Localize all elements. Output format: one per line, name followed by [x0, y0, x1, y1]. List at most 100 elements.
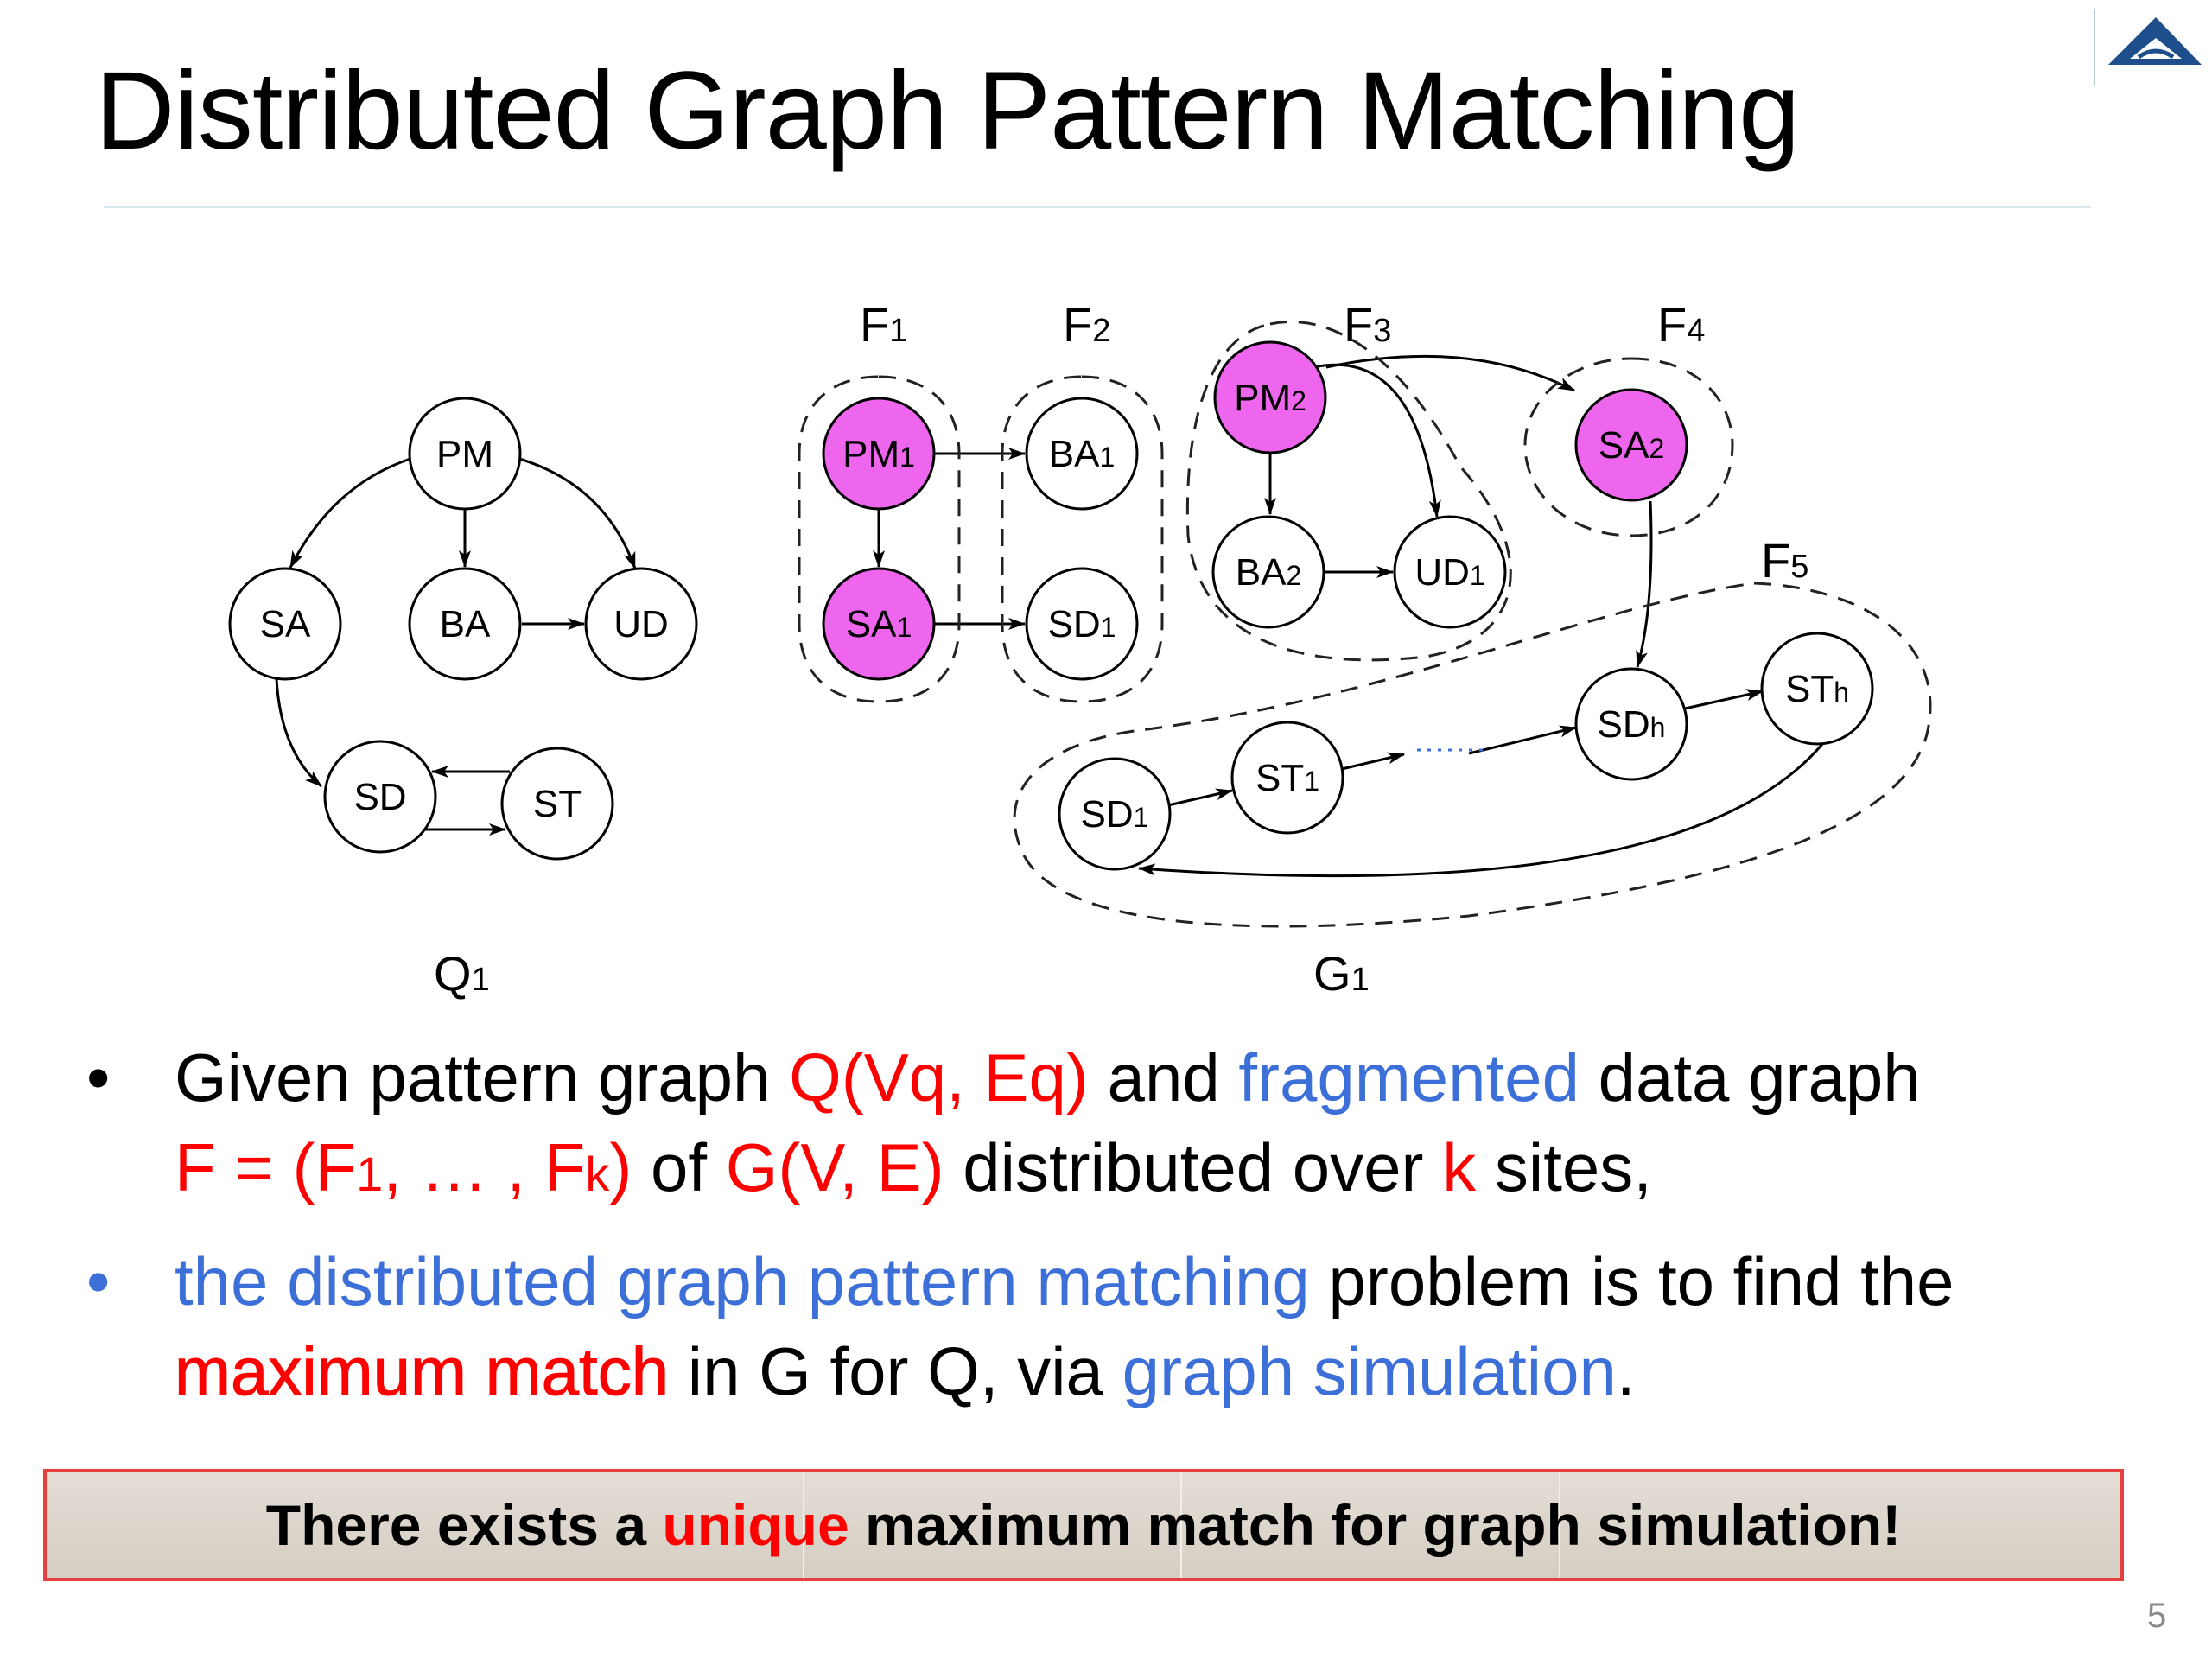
svg-text:SA1: SA1	[846, 603, 912, 645]
bullet-text-segment: maximum match	[174, 1333, 670, 1410]
graph-node: SD1	[1025, 567, 1139, 681]
fragment-boundary	[1001, 375, 1164, 703]
fragment-boundary	[1013, 582, 1932, 928]
title-divider	[104, 206, 2091, 208]
graph-edge	[1468, 725, 1577, 755]
callout-highlight: unique	[662, 1493, 849, 1557]
slide-title: Distributed Graph Pattern Matching	[95, 49, 1800, 173]
graph-node: SDh	[1574, 667, 1688, 781]
graph-node: ST	[500, 747, 614, 861]
svg-text:SA2: SA2	[1599, 424, 1665, 467]
graph-edge	[1684, 689, 1764, 710]
bullet-text-segment: G(V, E)	[725, 1129, 944, 1205]
bullet-marker: •	[86, 1243, 111, 1319]
callout-text: There exists a unique maximum match for …	[266, 1492, 1901, 1558]
graph-label: F4	[1657, 297, 1705, 352]
graph-node: BA	[408, 567, 522, 681]
bullet-text-segment: fragmented	[1238, 1039, 1580, 1116]
svg-text:ST: ST	[533, 783, 582, 825]
svg-text:PM: PM	[436, 433, 493, 475]
bullet-text-segment: Given pattern graph	[175, 1039, 790, 1116]
graph-node: BA1	[1025, 397, 1139, 511]
bullet-text-segment: the distributed graph pattern matching	[175, 1243, 1310, 1319]
bullet-text-segment: k	[1442, 1129, 1477, 1205]
graph-node: UD	[584, 567, 698, 681]
graph-label: F5	[1761, 533, 1808, 588]
bullet-item: • the distributed graph pattern matching …	[86, 1236, 2177, 1416]
bullet-marker: •	[86, 1039, 111, 1116]
bullet-line: the distributed graph pattern matching p…	[175, 1236, 2177, 1326]
bullet-text-segment: Q(Vq, Eq)	[789, 1039, 1089, 1116]
graph-node: SD	[323, 740, 437, 854]
svg-text:SDh: SDh	[1598, 703, 1666, 746]
graph-edge	[1313, 363, 1441, 518]
graph-edge	[516, 456, 637, 569]
graph-edge	[1636, 500, 1653, 668]
svg-text:SA: SA	[260, 603, 311, 645]
university-logo-icon	[2094, 9, 2202, 86]
graph-node: SA1	[822, 567, 936, 681]
graph-edge	[1138, 742, 1825, 878]
graph-node: SA2	[1574, 388, 1688, 502]
graph-node: BA2	[1211, 515, 1325, 629]
bullet-text-segment: , … , F	[383, 1129, 586, 1205]
graph-node: PM	[408, 397, 522, 511]
svg-text:STh: STh	[1785, 668, 1849, 710]
bullet-line: maximum match in G for Q, via graph simu…	[174, 1326, 2177, 1416]
bullet-text-segment: distributed over	[944, 1129, 1443, 1205]
callout-text-before: There exists a	[265, 1493, 663, 1557]
graph-node: ST1	[1230, 721, 1344, 835]
bullet-line: Given pattern graph Q(Vq, Eq) and fragme…	[175, 1033, 2177, 1122]
fragment-boundary	[798, 375, 961, 703]
graph-label: F3	[1344, 297, 1391, 352]
graph-label: G1	[1313, 946, 1370, 1001]
svg-text:UD1: UD1	[1414, 551, 1484, 594]
graph-edge	[289, 456, 414, 569]
bullet-text-segment: F = (F	[175, 1129, 357, 1205]
svg-text:SD1: SD1	[1048, 603, 1116, 645]
graph-node: SD1	[1058, 757, 1172, 871]
bullet-text-segment: )	[609, 1129, 632, 1205]
fragment-boundary	[1185, 320, 1512, 662]
svg-text:SD: SD	[353, 776, 406, 818]
callout-divider	[1180, 1472, 1182, 1578]
callout-text-after: maximum match for graph simulation!	[849, 1493, 1902, 1557]
graph-label: F1	[860, 297, 907, 352]
svg-text:ST1: ST1	[1255, 757, 1319, 799]
callout-divider	[803, 1472, 804, 1578]
callout-divider	[1559, 1472, 1560, 1578]
graph-node: UD1	[1393, 515, 1507, 629]
callout-box: There exists a unique maximum match for …	[43, 1469, 2124, 1581]
bullet-text-segment: problem is to find the	[1309, 1243, 1955, 1319]
bullet-text-segment: .	[1616, 1333, 1636, 1409]
graph-node: SA	[228, 567, 342, 681]
graph-edge	[1167, 788, 1233, 807]
bullet-text-segment: data graph	[1579, 1039, 1921, 1116]
bullet-list: • Given pattern graph Q(Vq, Eq) and fragm…	[86, 1033, 2177, 1433]
bullet-line: F = (F1, … , Fk) of G(V, E) distributed …	[175, 1122, 2177, 1219]
bullet-text-segment: k	[585, 1147, 610, 1201]
bullet-text-segment: 1	[356, 1147, 384, 1201]
graph-label: Q1	[434, 946, 490, 1001]
bullet-text-segment: of	[632, 1129, 726, 1205]
page-number: 5	[2147, 1597, 2167, 1635]
svg-text:BA2: BA2	[1236, 551, 1302, 594]
graph-label: F2	[1063, 297, 1110, 352]
svg-text:PM1: PM1	[842, 433, 915, 475]
fragment-boundaries	[798, 320, 1932, 928]
graph-edge	[275, 678, 322, 788]
bullet-text-segment: sites,	[1476, 1129, 1652, 1205]
svg-text:BA: BA	[440, 603, 491, 645]
graph-node: PM2	[1213, 340, 1327, 454]
fragment-boundary	[1523, 357, 1734, 537]
graph-edge	[1341, 752, 1405, 771]
graph-edges	[275, 354, 1825, 878]
graph-node: STh	[1760, 632, 1874, 746]
bullet-item: • Given pattern graph Q(Vq, Eq) and fragm…	[86, 1033, 2177, 1219]
graph-edge	[1325, 354, 1575, 392]
bullet-text-segment: graph simulation	[1122, 1333, 1617, 1409]
svg-text:SD1: SD1	[1081, 793, 1149, 836]
svg-text:UD: UD	[613, 603, 669, 645]
